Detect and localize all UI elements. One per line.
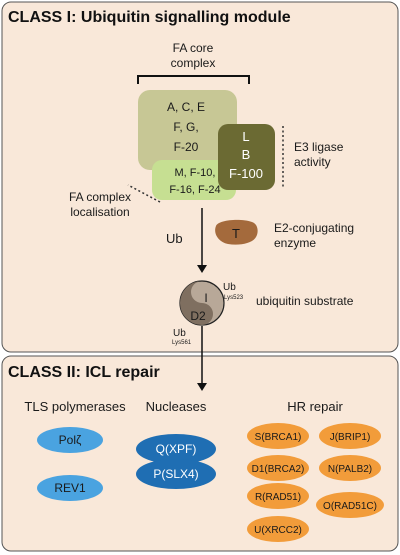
fa-core-label-line2: complex	[171, 56, 216, 70]
hr-item-brca2-label: D1(BRCA2)	[252, 464, 305, 475]
substrate-label: ubiquitin substrate	[256, 294, 354, 308]
fa-core-label-line1: FA core	[173, 41, 214, 55]
e2-label-line1: E2-conjugating	[274, 221, 354, 235]
localisation-label-line1: FA complex	[69, 190, 131, 204]
hr-item-rad51c-label: O(RAD51C)	[323, 501, 377, 512]
hr-item-brca1	[247, 423, 309, 449]
nuclease-item-slx4-label: P(SLX4)	[153, 467, 198, 481]
subgroup-m-line1: M, F-10,	[175, 167, 216, 179]
substrate-i-label: I	[204, 291, 207, 305]
tls-item-polzeta-label: Polζ	[59, 433, 82, 447]
nuclease-item-xpf-label: Q(XPF)	[156, 442, 197, 456]
ub-arrowhead	[197, 265, 207, 273]
hr-item-rad51	[247, 483, 309, 509]
hr-item-rad51c	[316, 492, 384, 518]
hr-item-brca1-label: S(BRCA1)	[255, 432, 302, 443]
fa-core-bracket	[137, 75, 250, 84]
subgroup-a-line3: F-20	[174, 140, 199, 154]
tls-item-rev1-label: REV1	[54, 481, 86, 495]
hr-item-brip1-label: J(BRIP1)	[330, 432, 371, 443]
subgroup-a-line1: A, C, E	[167, 100, 205, 114]
subgroup-m-line2: F-16, F-24	[169, 184, 220, 196]
class-one-title: CLASS I: Ubiquitin signalling module	[8, 9, 291, 26]
hr-heading: HR repair	[287, 399, 343, 414]
tls-item-polzeta	[37, 427, 103, 453]
core-subgroup-m	[152, 160, 236, 200]
e2-label-line2: enzyme	[274, 236, 316, 250]
hr-item-brca2	[247, 455, 309, 481]
e3-label-line1: E3 ligase	[294, 140, 344, 154]
ub-label: Ub	[166, 231, 183, 246]
hr-item-brip1	[319, 423, 381, 449]
ub-top-label: Ub	[223, 282, 236, 293]
class-two-title: CLASS II: ICL repair	[8, 364, 160, 381]
hr-item-palb2	[319, 455, 381, 481]
nuclease-item-xpf	[136, 434, 216, 464]
substrate-d2-label: D2	[190, 309, 206, 323]
substrate-d2-half	[180, 281, 213, 325]
e3-label-line2: activity	[294, 155, 331, 169]
nuclease-item-slx4	[136, 459, 216, 489]
core-subgroup-a	[138, 90, 237, 170]
hr-item-rad51-label: R(RAD51)	[255, 492, 301, 503]
lys523-label: Lys523	[224, 295, 244, 301]
nucleases-heading: Nucleases	[146, 399, 207, 414]
tls-heading: TLS polymerases	[24, 399, 126, 414]
hr-item-xrcc2-label: U(XRCC2)	[254, 525, 302, 536]
subgroup-lb-line1: L	[242, 129, 249, 144]
localisation-dotted-line	[127, 184, 161, 203]
ub-bottom-label: Ub	[173, 328, 186, 339]
t-enzyme-label: T	[232, 226, 240, 241]
subgroup-lb-line2: B	[242, 147, 251, 162]
lys561-label: Lys561	[172, 340, 192, 346]
repair-arrowhead	[197, 383, 207, 391]
localisation-label-line2: localisation	[70, 205, 129, 219]
hr-item-xrcc2	[247, 516, 309, 542]
hr-item-palb2-label: N(PALB2)	[328, 464, 372, 475]
subgroup-a-line2: F, G,	[173, 120, 198, 134]
t-enzyme-shape	[215, 219, 258, 245]
core-subgroup-lb	[218, 124, 275, 190]
tls-item-rev1	[37, 475, 103, 501]
subgroup-lb-line3: F-100	[229, 166, 263, 181]
